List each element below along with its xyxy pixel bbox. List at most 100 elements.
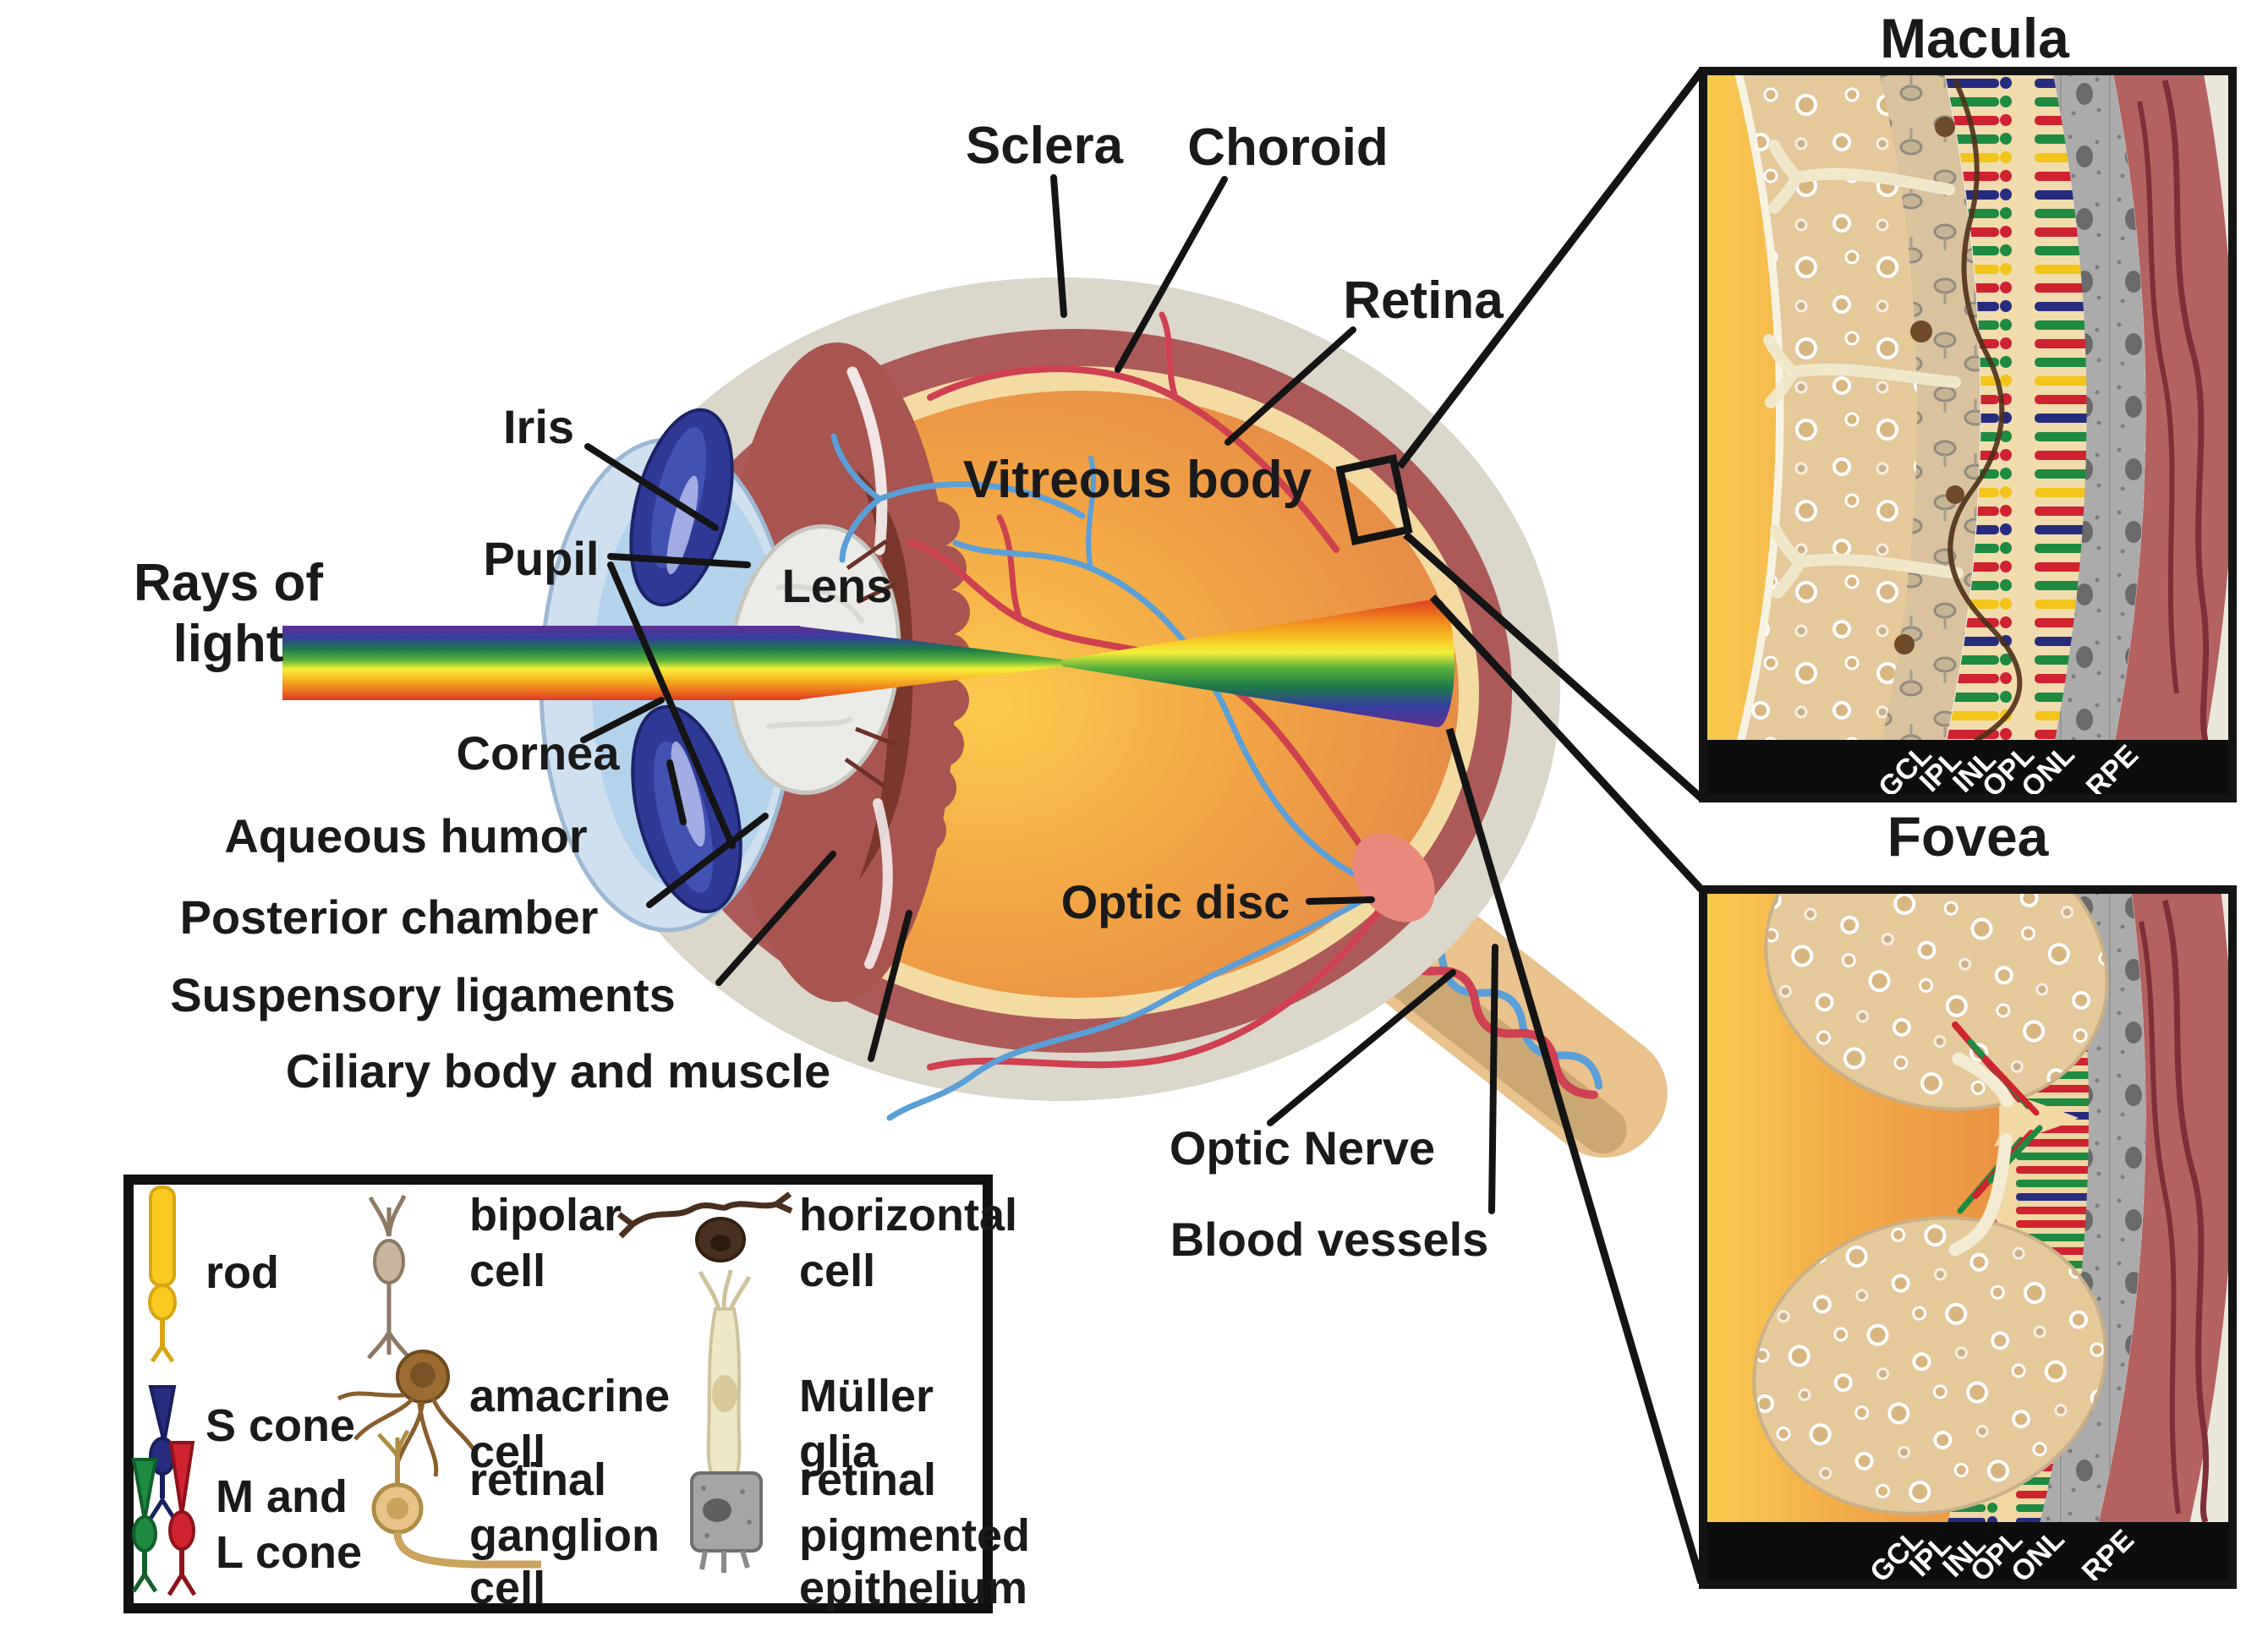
label-suspensory-ligaments: Suspensory ligaments [170, 968, 676, 1021]
rpe-label-2: pigmented [799, 1510, 1030, 1561]
legend-box [123, 1175, 993, 1613]
s-cone-label: S cone [205, 1400, 355, 1451]
fovea-callout-line-top [1429, 594, 1705, 893]
rpe-label-1: retinal [799, 1454, 936, 1505]
label-rays-line2: light [173, 615, 284, 673]
cornea-leader [580, 697, 665, 743]
pupil-leader-bottom [607, 561, 736, 849]
iris-leader [584, 443, 719, 531]
macula-photoreceptor-band [1944, 73, 2086, 742]
bipolar-cell-label-2: cell [469, 1246, 545, 1296]
label-sclera: Sclera [966, 117, 1124, 175]
label-vitreous-body: Vitreous body [963, 451, 1312, 509]
fovea-mound-bottom [1752, 1216, 2107, 1515]
optic-nerve-leader [1267, 969, 1456, 1126]
nerve-red-vessel [1391, 935, 1598, 1099]
macula-panel-border [1699, 67, 2237, 802]
fovea-layer-bar [1703, 1522, 2232, 1581]
retinal-ganglion-cell-icon [371, 1429, 541, 1569]
fovea-title: Fovea [1887, 805, 2050, 868]
vitreous-highlight-lower [864, 798, 893, 969]
amacrine-cell-icon [337, 1350, 476, 1477]
rod-label: rod [205, 1247, 279, 1298]
label-optic-disc: Optic disc [1061, 875, 1290, 928]
macula-choroid-band [2112, 73, 2231, 742]
retinal-vessels [830, 311, 1392, 1121]
label-lens: Lens [782, 559, 893, 612]
beam-focus-cap [1421, 599, 1454, 727]
fovea-panel-border [1699, 885, 2237, 1589]
rpe-label-3: epithelium [799, 1563, 1027, 1613]
fovea-choroid-vessel [2161, 900, 2210, 1524]
ganglion-label-1: retinal [469, 1454, 606, 1505]
fovea-callout-line-bottom [1445, 727, 1706, 1585]
aqueous-leader [666, 759, 687, 825]
label-retina: Retina [1343, 271, 1504, 330]
vitreous-highlight-upper [846, 366, 888, 556]
macula-gcl-band [1739, 73, 1917, 742]
leader-lines [580, 174, 1498, 1214]
legend: rod bipolar cell horizontal cell S cone … [123, 1175, 1030, 1613]
ganglion-label-2: ganglion [469, 1510, 660, 1561]
beam-diverging [1062, 599, 1438, 727]
bipolar-cell-label-1: bipolar [469, 1190, 622, 1240]
light-beam [282, 599, 1454, 727]
m-l-cone-icon [131, 1441, 197, 1596]
fovea-rpe-band [2035, 891, 2145, 1525]
macula-cell-accents [1763, 79, 2023, 742]
muller-glia-label-2: glia [799, 1427, 879, 1477]
bipolar-cell-icon [367, 1194, 411, 1360]
macula-choroid-vessel [2161, 79, 2210, 742]
retina-leader [1224, 326, 1356, 446]
label-cornea: Cornea [457, 726, 621, 780]
muller-glia-label-1: Müller [799, 1371, 934, 1421]
label-optic-nerve: Optic Nerve [1170, 1121, 1435, 1175]
macula-layer-bar [1703, 740, 2232, 796]
optic-disc-leader [1306, 896, 1375, 905]
label-aqueous-humor: Aqueous humor [224, 809, 587, 863]
macula-vitreous [1705, 73, 1776, 742]
macula-ilm [0, 0, 1780, 1632]
sclera-leader [1050, 174, 1067, 318]
amacrine-cell-label-2: cell [469, 1427, 545, 1477]
inset-callouts [1335, 68, 1706, 1585]
label-blood-vessels: Blood vessels [1170, 1213, 1489, 1266]
suspensory-ligaments-shape [844, 539, 898, 789]
macula-callout-line-top [1396, 68, 1705, 469]
eyeball [539, 277, 1560, 1121]
macula-choroid-vessel2 [2137, 101, 2179, 694]
beam-parallel [282, 626, 800, 700]
m-l-cone-label-2: L cone [216, 1527, 362, 1578]
amacrine-cell-label-1: amacrine [469, 1371, 670, 1421]
horizontal-cell-icon [616, 1191, 793, 1262]
ciliary-leader [868, 910, 912, 1062]
macula-callout-box [1335, 453, 1413, 546]
label-choroid: Choroid [1187, 118, 1389, 177]
fovea-choroid-band [2097, 891, 2231, 1525]
s-cone-icon [148, 1385, 177, 1520]
label-rays-line1: Rays of [134, 554, 323, 612]
label-iris: Iris [503, 400, 574, 453]
ganglion-label-3: cell [469, 1563, 545, 1613]
macula-inl-band [1878, 73, 1980, 742]
horizontal-cell-label-2: cell [799, 1246, 875, 1296]
pupil-leader-top [607, 553, 751, 568]
label-pupil: Pupil [484, 532, 600, 585]
blood-vessels-leader [1488, 944, 1498, 1214]
macula-title: Macula [1880, 7, 2070, 69]
rod-icon [148, 1186, 177, 1363]
choroid-leader [1115, 176, 1228, 373]
horizontal-cell-label-1: horizontal [799, 1190, 1017, 1240]
fovea-muller-wisps [1948, 1052, 2014, 1257]
macula-rpe-band [2052, 73, 2145, 742]
ciliary-body-dark [856, 469, 913, 879]
fovea-choroid-vessel2 [2139, 921, 2181, 1514]
m-l-cone-label-1: M and [216, 1471, 348, 1522]
label-posterior-chamber: Posterior chamber [180, 890, 599, 944]
label-ciliary-body: Ciliary body and muscle [286, 1044, 830, 1098]
macula-callout-line-bottom [1403, 531, 1704, 802]
